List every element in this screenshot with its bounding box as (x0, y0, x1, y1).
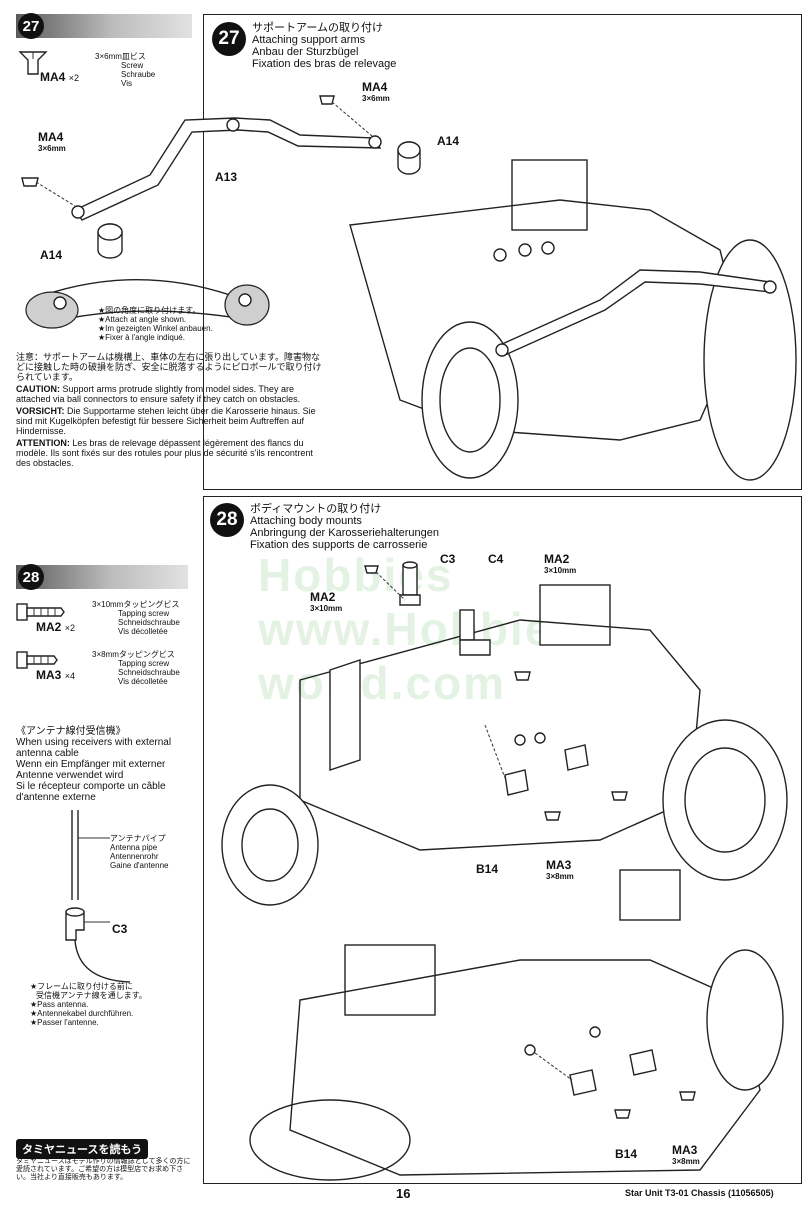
step27-number-badge: 27 (18, 13, 44, 39)
footer-title: Star Unit T3-01 Chassis (11056505) (625, 1188, 774, 1198)
screw-spec-ma2: 3×10mmタッピングビス Tapping screw Schneidschra… (92, 600, 180, 636)
step28-title: ボディマウントの取り付け Attaching body mounts Anbri… (250, 503, 439, 551)
step28-header-bar (16, 565, 188, 589)
angle-note: ★図の角度に取り付けます。 ★Attach at angle shown. ★I… (98, 306, 213, 342)
label-a13: A13 (215, 170, 238, 184)
label-c4: C4 (488, 552, 504, 566)
tamiya-news-badge: タミヤニュースを読もう (16, 1139, 149, 1159)
page-number: 16 (396, 1186, 411, 1201)
antenna-c3-label: C3 (112, 922, 128, 936)
step28-number-badge: 28 (18, 564, 44, 590)
screw-code-ma3: MA3 ×4 (36, 668, 75, 682)
step27-title: サポートアームの取り付け Attaching support arms Anba… (252, 22, 397, 70)
step27-header-bar (16, 14, 192, 38)
step27-panel-number: 27 (212, 22, 246, 56)
label-b14-upper: B14 (476, 862, 499, 876)
support-arm-drawing (21, 95, 797, 481)
tapping-screw-icon (16, 651, 58, 669)
screw-spec-ma4: 3×6mm皿ビス Screw Schraube Vis (95, 52, 156, 88)
caution-block: 注意：サポートアームは機構上、車体の左右に張り出しています。障害物などに接触した… (16, 352, 322, 468)
tapping-screw-icon (16, 603, 65, 621)
antenna-pipe-drawing (65, 810, 131, 983)
antenna-pipe-label: アンテナパイプ Antenna pipe Antennenrohr Gaine … (110, 834, 169, 870)
screw-code-ma4: MA4 ×2 (40, 70, 79, 84)
label-a14-left: A14 (40, 248, 63, 262)
screw-code-ma2: MA2 ×2 (36, 620, 75, 634)
screw-spec-ma3: 3×8mmタッピングビス Tapping screw Schneidschrau… (92, 650, 180, 686)
tamiya-news-text: タミヤニュースはモデル作りの情報誌として多くの方に愛読されています。ご希望の方は… (16, 1158, 191, 1181)
label-a14-right: A14 (437, 134, 460, 148)
label-b14-lower: B14 (615, 1147, 638, 1161)
label-c3: C3 (440, 552, 456, 566)
watermark: Hobbies www.Hobbies-world.com (258, 549, 598, 709)
antenna-heading: 《アンテナ線付受信機》 When using receivers with ex… (16, 726, 172, 803)
step28-panel-number: 28 (210, 503, 244, 537)
antenna-pass-note: ★フレームに取り付ける前に 受信機アンテナ線を通します。 ★Pass anten… (30, 982, 147, 1027)
flat-screw-icon (18, 51, 48, 75)
